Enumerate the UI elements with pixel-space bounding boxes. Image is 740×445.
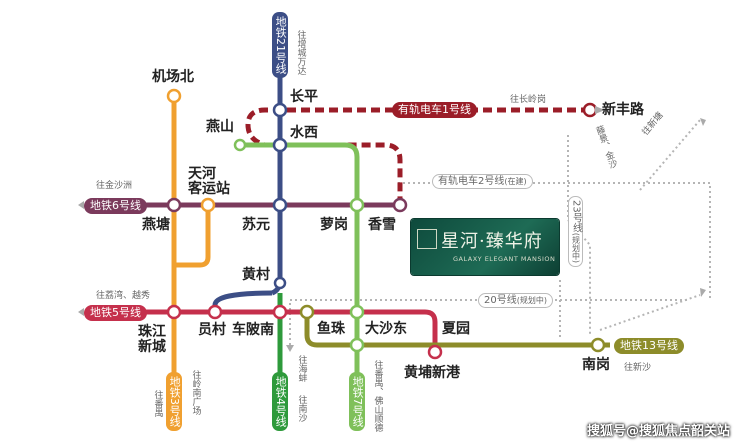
station-huangcun[interactable]: 黄村 <box>242 267 270 283</box>
tag-metro20: 20号线(规划中) <box>478 293 553 308</box>
station-luogang[interactable]: 萝岗 <box>320 217 348 233</box>
station-changping[interactable]: 长平 <box>290 89 318 105</box>
station-suyuan[interactable]: 苏元 <box>242 217 270 233</box>
tag-tram2-note: (在建) <box>504 177 527 186</box>
station-xiayuan[interactable]: 夏园 <box>442 321 470 337</box>
tag-tram2: 有轨电车2号线(在建) <box>432 174 533 189</box>
line-13-route <box>304 312 610 348</box>
station-jichangbei-marker <box>166 88 182 104</box>
station-yuancun-marker <box>207 304 223 320</box>
tag-metro6: 地铁6号线 <box>84 198 147 215</box>
tag-metro3: 地铁3号线 <box>166 372 183 431</box>
station-huangcun-marker <box>273 276 287 290</box>
station-xiayuan-marker <box>349 337 365 353</box>
tag-metro20-label: 20号线 <box>484 295 517 306</box>
line-20-route <box>289 299 690 345</box>
dir-lingnan-guangchang: 往岭南广场 <box>190 370 201 415</box>
tag-metro21: 地铁21号线 <box>272 12 289 78</box>
line-4-curve-route <box>212 290 273 312</box>
project-logo-icon <box>417 229 437 249</box>
station-zhujiang-marker <box>166 304 182 320</box>
line-tram1-route <box>245 107 590 205</box>
station-yanshan[interactable]: 燕山 <box>206 119 234 135</box>
station-yuzhu-marker <box>299 304 315 320</box>
station-jichangbei[interactable]: 机场北 <box>152 69 194 85</box>
station-yantang-marker <box>166 197 182 213</box>
station-zhujiang-xincheng[interactable]: 珠江 新城 <box>138 324 166 356</box>
station-yanshan-marker <box>233 138 247 152</box>
station-yantang[interactable]: 燕塘 <box>142 217 170 233</box>
station-nangang-marker <box>590 337 606 353</box>
dir-lizhiwan-yuexiu: 往荔湾、越秀 <box>96 291 151 301</box>
dir-nansha: 往南沙 <box>296 395 307 422</box>
line-tram2-route <box>398 182 711 300</box>
station-chebeinan-marker <box>272 304 288 320</box>
dir-panyu-foshan: 往番禺、佛山顺德 <box>372 360 383 432</box>
line-7-route <box>240 142 360 392</box>
watermark: 搜狐号@搜狐焦点韶关站 <box>586 424 730 439</box>
dir-changlinggang: 往长岭岗 <box>510 95 547 105</box>
line-21-route <box>270 60 283 296</box>
tag-tram1: 有轨电车1号线 <box>392 102 477 119</box>
project-english-name: GALAXY ELEGANT MANSION <box>453 255 556 263</box>
station-yuancun[interactable]: 员村 <box>198 322 226 338</box>
station-dashadong-marker <box>349 304 365 320</box>
tag-metro23-note: (规划中) <box>571 232 581 263</box>
station-xinfenglu[interactable]: 新丰路 <box>602 102 644 118</box>
direction-arrows <box>78 106 706 352</box>
dir-zengcheng-wanda: 往增城万达 <box>295 30 306 75</box>
station-tianhe-marker <box>200 197 216 213</box>
dir-haibang: 往海蚌 <box>296 355 307 382</box>
station-tianhe-keyunzhan[interactable]: 天河 客运站 <box>188 166 230 198</box>
station-huangpu-xingang[interactable]: 黄埔新港 <box>404 365 460 381</box>
station-dashadong[interactable]: 大沙东 <box>365 321 407 337</box>
tag-metro13: 地铁13号线 <box>614 338 684 355</box>
station-luogang-marker <box>349 197 365 213</box>
station-shuixi[interactable]: 水西 <box>290 125 318 141</box>
tag-metro23: 23号线(规划中) <box>568 196 583 267</box>
project-marker[interactable]: 星河·臻华府 GALAXY ELEGANT MANSION <box>411 219 559 275</box>
tag-metro4: 地铁4号线 <box>272 372 289 431</box>
station-chebeinan[interactable]: 车陂南 <box>232 322 274 338</box>
dir-panyu: 往番禺 <box>152 390 163 417</box>
station-xinfenglu-marker <box>582 102 598 118</box>
station-huangpu-marker <box>427 344 443 360</box>
line-5-route <box>140 309 438 345</box>
tag-metro20-note: (规划中) <box>516 296 547 305</box>
station-markers <box>166 88 606 360</box>
station-changping-marker <box>272 102 288 118</box>
tag-tram2-label: 有轨电车2号线 <box>438 176 505 187</box>
project-name: 星河·臻华府 <box>441 231 543 252</box>
station-shuixi-marker <box>272 137 288 153</box>
tag-metro7: 地铁7号线 <box>349 372 366 431</box>
station-xiangxue[interactable]: 香雪 <box>368 217 396 233</box>
station-nangang[interactable]: 南岗 <box>582 357 610 373</box>
station-xiangxue-marker <box>392 197 408 213</box>
dir-xinsha: 往新沙 <box>624 363 652 373</box>
top-right-diagonal-route <box>639 119 701 191</box>
dir-jinshazhou: 往金沙洲 <box>96 181 133 191</box>
line-3-branch-route <box>174 205 211 268</box>
station-yuzhu[interactable]: 鱼珠 <box>317 321 345 337</box>
tag-metro5: 地铁5号线 <box>84 305 147 322</box>
tag-metro23-label: 23号线 <box>570 200 582 233</box>
station-suyuan-marker <box>272 197 288 213</box>
